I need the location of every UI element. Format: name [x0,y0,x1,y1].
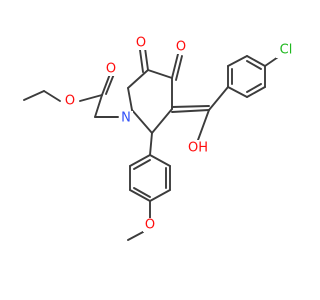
methoxy-oxygen-atom: O [143,218,157,233]
ketone-oxygen-label: O [176,40,186,55]
ester-carbonyl-oxygen-atom: O [104,62,118,77]
chlorine-label: Cl [280,43,293,58]
bond [151,108,173,134]
bond [149,154,171,167]
bond [139,49,144,73]
bond [94,94,103,118]
bond [79,94,103,102]
bond [175,55,183,81]
lactam-oxygen-atom: O [134,36,148,51]
bond [127,231,144,241]
bond [127,87,133,111]
bond [149,189,171,202]
bond [246,83,262,93]
chlorine-atom: Cl [276,42,296,58]
bond [246,55,266,67]
bonds [23,47,282,241]
atom-labels: Cl OH N O O O O O [63,36,296,233]
molecule-drawing: Cl OH N O O O O O [23,35,296,241]
bond [131,109,153,134]
bond [133,159,151,170]
bond [23,90,45,101]
bond [227,55,248,67]
bond [227,86,248,98]
ester-carbonyl-oxygen-label: O [106,62,116,77]
bond [149,132,153,156]
bond [129,154,151,167]
bond [133,187,151,198]
bond [171,109,210,113]
bond [171,53,179,79]
hydroxyl-group: OH [187,140,209,156]
bond [101,73,111,96]
ester-ether-oxygen-label: O [65,94,75,109]
bond [144,47,149,71]
bond [147,69,173,79]
bond [129,189,151,202]
hydroxyl-label: OH [188,141,208,156]
bond [246,60,262,70]
ester-ether-oxygen-atom: O [63,94,77,109]
ring-nitrogen-atom: N [119,111,133,126]
bond [105,73,115,95]
bond [43,90,61,102]
bond [197,109,210,141]
bond [246,86,266,98]
bond [127,69,149,89]
structure-canvas: Cl OH N O O O O O [23,35,296,241]
methoxy-oxygen-label: O [145,218,155,233]
ring-nitrogen-label: N [121,111,131,126]
bond [208,86,229,111]
ketone-oxygen-atom: O [174,40,188,55]
bond [171,105,210,108]
lactam-oxygen-label: O [136,36,146,51]
